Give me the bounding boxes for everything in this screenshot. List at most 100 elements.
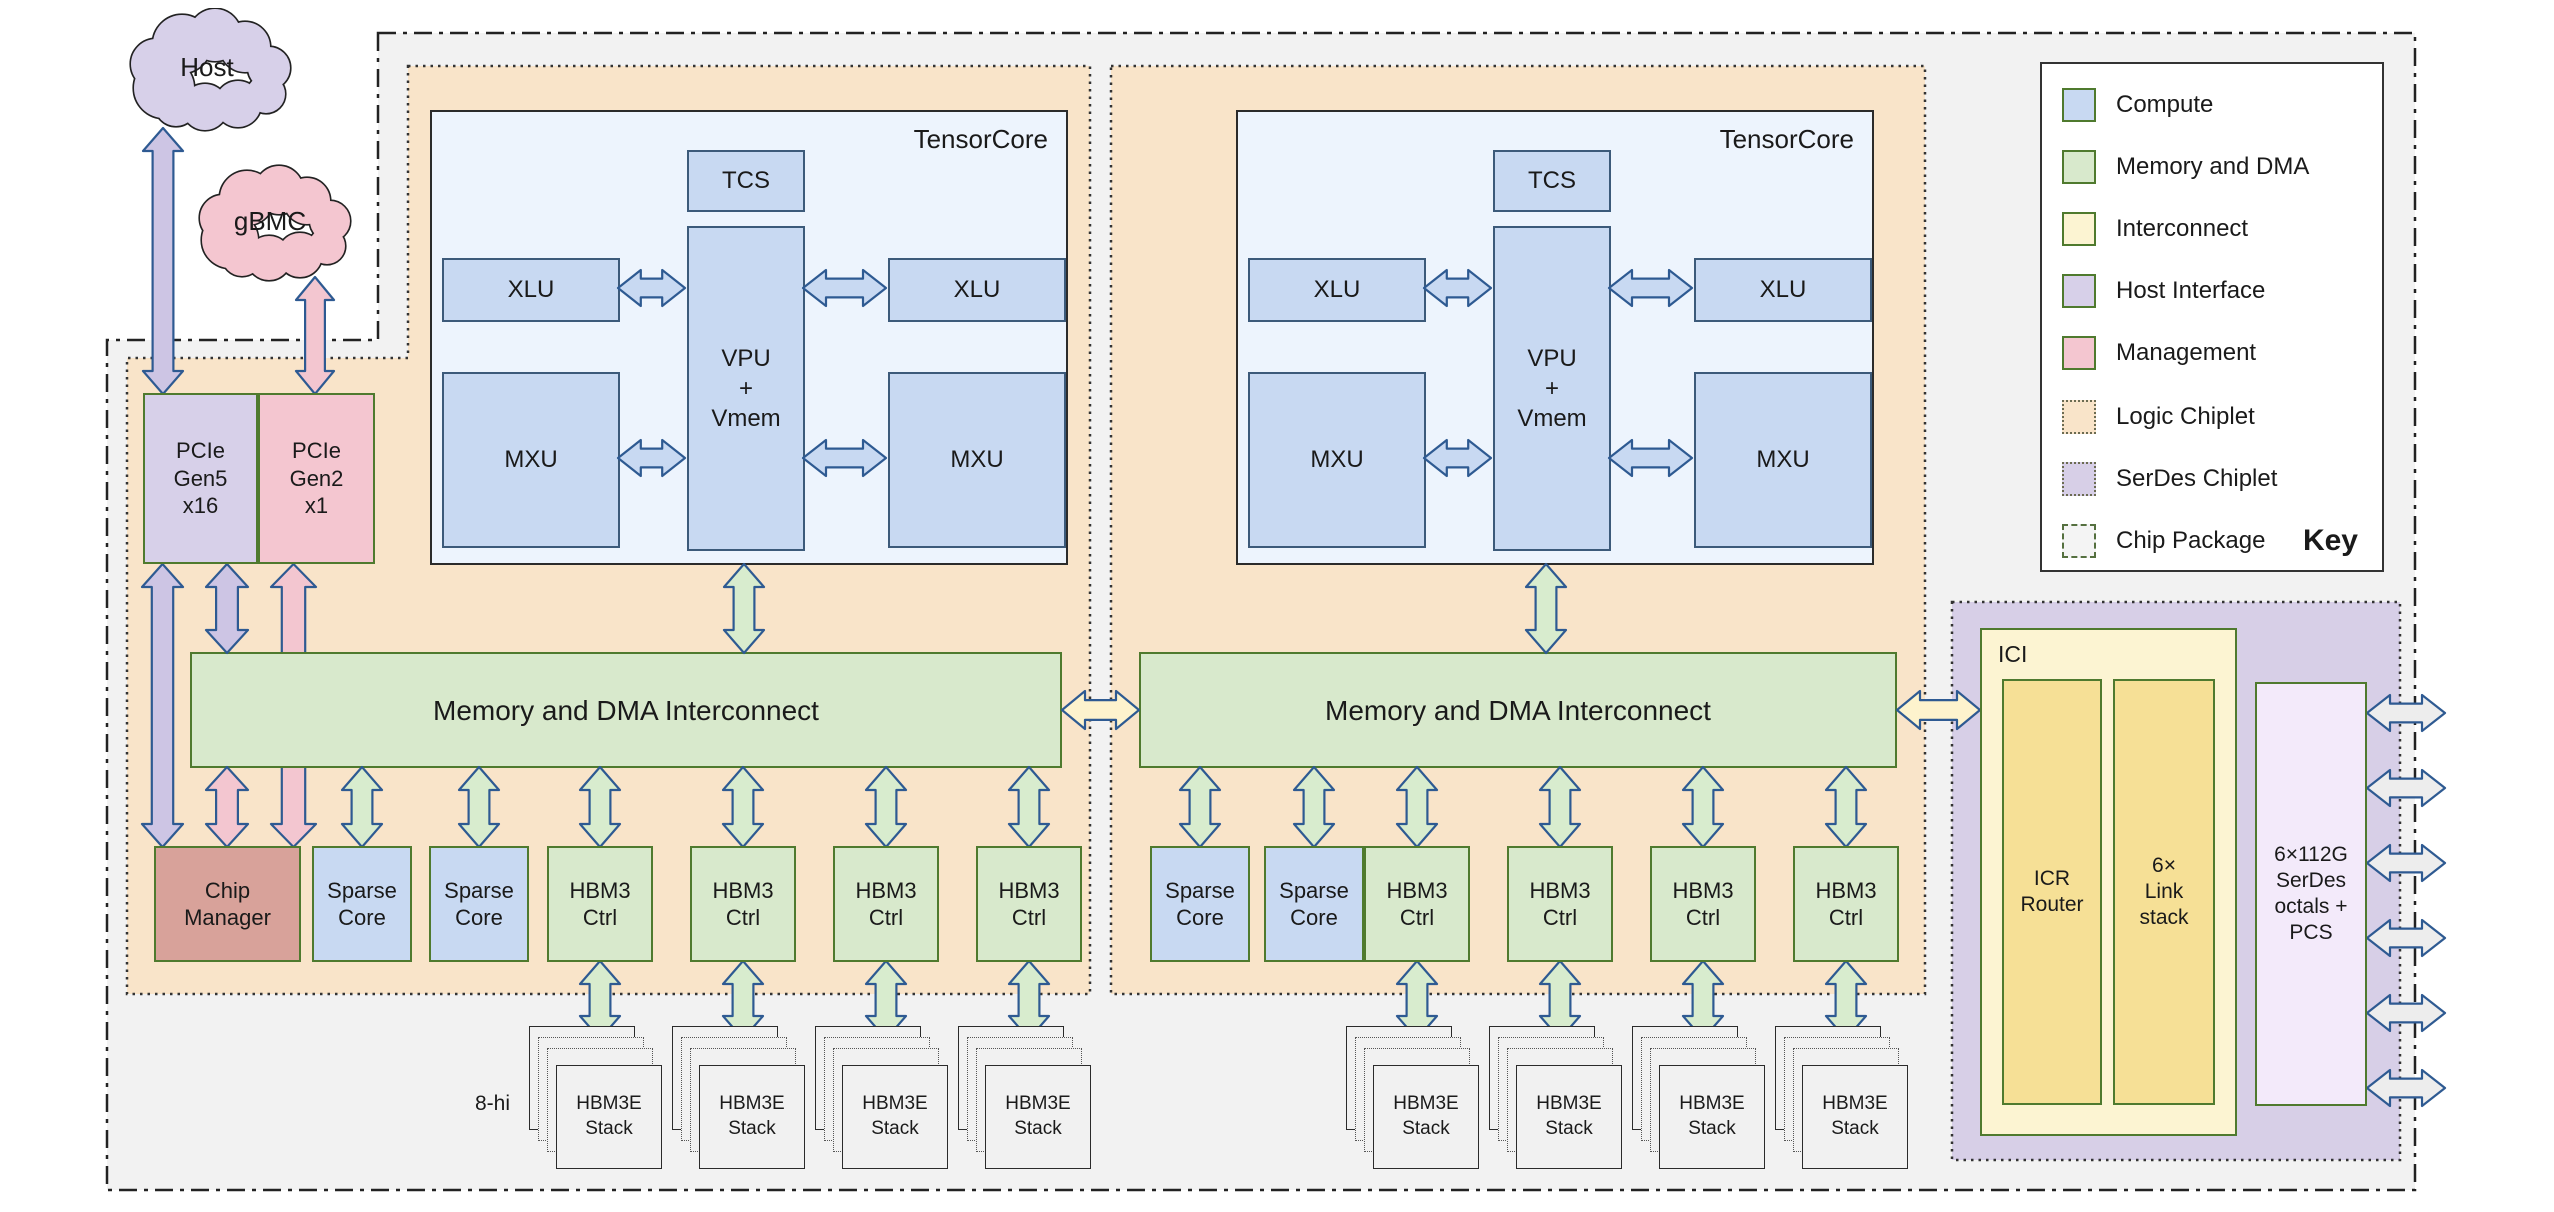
arrow-interconnect-hbm [1395,765,1439,849]
pcie-gen2-box: PCIe Gen2 x1 [258,393,375,564]
chip-manager-box: Chip Manager [154,846,301,962]
sparse-core-box: Sparse Core [312,846,412,962]
hbm3-ctrl-box: HBM3 Ctrl [833,846,939,962]
legend-item: Memory and DMA [2042,150,2382,184]
arrow-pcie-gen5-chip-manager [140,562,185,849]
arrow-vpu-xlu [1607,268,1694,308]
arrow-vpu-mxu [1607,438,1694,478]
hbm3-ctrl-box: HBM3 Ctrl [547,846,653,962]
arrow-interconnect-sparse [340,765,384,849]
serdes-chiplet-swatch [2062,462,2096,496]
arrow-interconnect-hbm [1681,765,1725,849]
arrow-tensorcore1-interconnect [722,562,766,655]
sparse-core-box: Sparse Core [429,846,529,962]
icr-router-box: ICR Router [2002,679,2102,1105]
hbm3e-stack: HBM3E Stack [1489,1026,1624,1171]
tcs-box: TCS [687,150,805,212]
vpu-vmem-box: VPU + Vmem [687,226,805,551]
arrow-tensorcore2-interconnect [1524,562,1568,655]
hbm3e-stack: HBM3E Stack [529,1026,664,1171]
arrow-interconnect-hbm [578,765,622,849]
link-stack-box: 6× Link stack [2113,679,2215,1105]
legend-item: Host Interface [2042,274,2382,308]
arrow-serdes-link [2365,918,2447,958]
xlu-box: XLU [1248,258,1426,322]
legend-item: Interconnect [2042,212,2382,246]
legend: Compute Memory and DMA Interconnect Host… [2040,62,2384,572]
legend-item: Management [2042,336,2382,370]
host-interface-swatch [2062,274,2096,308]
arrow-mxu-vpu [616,438,687,478]
arrow-interconnect-hbm [721,765,765,849]
hbm3e-stack: HBM3E Stack [672,1026,807,1171]
arrow-mxu-vpu [1422,438,1493,478]
tensorcore-1-title: TensorCore [913,124,1048,154]
mxu-box: MXU [1694,372,1872,548]
ici-title: ICI [1998,641,2028,667]
ici-block: ICI ICR Router 6× Link stack [1980,628,2237,1136]
arrow-xlu-vpu [616,268,687,308]
xlu-box: XLU [888,258,1066,322]
memory-dma-interconnect-1: Memory and DMA Interconnect [190,652,1062,768]
host-cloud-label: Host [180,51,234,82]
interconnect-swatch [2062,212,2096,246]
compute-swatch [2062,88,2096,122]
stack-height-note: 8-hi [474,1092,510,1115]
legend-item: Logic Chiplet [2042,400,2382,434]
hbm3-ctrl-box: HBM3 Ctrl [1650,846,1756,962]
arrow-interconnect-hbm [864,765,908,849]
legend-item: SerDes Chiplet [2042,462,2382,496]
hbm3-ctrl-box: HBM3 Ctrl [976,846,1082,962]
logic-chiplet-swatch [2062,400,2096,434]
arrow-serdes-link [2365,768,2447,808]
chip-package-swatch [2062,524,2096,558]
arrow-gbmc-pcie [294,275,336,396]
memory-dma-swatch [2062,150,2096,184]
arrow-pcie-gen5-interconnect [204,562,250,655]
arrow-interconnect1-interconnect2 [1060,689,1141,731]
tensorcore-1: TensorCore TCS VPU + Vmem XLU XLU MXU MX… [430,110,1068,565]
legend-title: Key [2302,524,2358,557]
arrow-interconnect-hbm [1824,765,1868,849]
legend-item: Compute [2042,88,2382,122]
tensorcore-2-title: TensorCore [1719,124,1854,154]
arrow-vpu-mxu [801,438,888,478]
hbm3-ctrl-box: HBM3 Ctrl [1793,846,1899,962]
arrow-serdes-link [2365,843,2447,883]
mxu-box: MXU [1248,372,1426,548]
arrow-vpu-xlu [801,268,888,308]
arrow-interconnect-sparse [1292,765,1336,849]
hbm3e-stack: HBM3E Stack [1775,1026,1910,1171]
arrow-xlu-vpu [1422,268,1493,308]
arrow-serdes-link [2365,693,2447,733]
management-swatch [2062,336,2096,370]
arrow-interconnect-sparse [457,765,501,849]
hbm3e-stack: HBM3E Stack [958,1026,1093,1171]
sparse-core-box: Sparse Core [1264,846,1364,962]
mxu-box: MXU [442,372,620,548]
hbm3e-stack: HBM3E Stack [1632,1026,1767,1171]
arrow-serdes-link [2365,993,2447,1033]
host-cloud [129,8,292,132]
arrow-interconnect-hbm [1538,765,1582,849]
hbm3e-stack: HBM3E Stack [815,1026,950,1171]
sparse-core-box: Sparse Core [1150,846,1250,962]
hbm3-ctrl-box: HBM3 Ctrl [1364,846,1470,962]
hbm3-ctrl-box: HBM3 Ctrl [1507,846,1613,962]
xlu-box: XLU [1694,258,1872,322]
xlu-box: XLU [442,258,620,322]
serdes-octals-box: 6×112G SerDes octals + PCS [2255,682,2367,1106]
tcs-box: TCS [1493,150,1611,212]
hbm3e-stack: HBM3E Stack [1346,1026,1481,1171]
arrow-interconnect-sparse [1178,765,1222,849]
arrow-serdes-link [2365,1068,2447,1108]
pcie-gen5-box: PCIe Gen5 x16 [143,393,258,564]
hbm3-ctrl-box: HBM3 Ctrl [690,846,796,962]
gbmc-cloud [198,164,352,282]
legend-item: Chip Package [2042,524,2382,558]
vpu-vmem-box: VPU + Vmem [1493,226,1611,551]
arrow-interconnect-chip-manager [204,765,250,849]
arrow-interconnect2-ici [1895,689,1982,731]
mxu-box: MXU [888,372,1066,548]
